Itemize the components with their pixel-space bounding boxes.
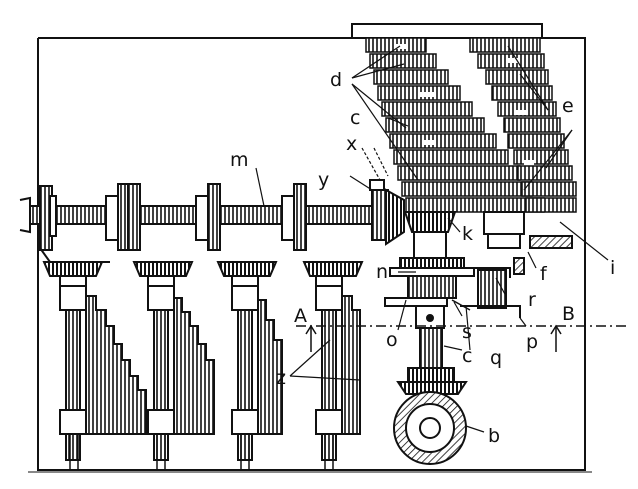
shaft-feet [69,434,334,470]
drum-hub [483,211,573,249]
label-d: d [330,69,342,91]
housing-frame [28,37,592,473]
vertical-shaft-c [396,327,468,395]
label-c-bottom: c [462,345,472,367]
label-n: n [376,261,388,283]
part-labels: m y x d c e k f i n r A B o s p q c z b [230,69,615,447]
clutch-assembly [384,257,525,329]
label-k: k [462,223,473,245]
label-q: q [490,347,502,369]
gear-b [393,391,467,465]
leader-lines [255,45,609,433]
stepped-drum-left [365,37,545,213]
label-o: o [386,329,398,351]
section-line-AB [296,324,630,352]
label-p: p [526,331,538,353]
label-s: s [462,321,472,343]
label-e: e [562,95,574,117]
label-r: r [528,289,536,311]
drum-highlights [395,44,534,165]
drum-top-plate [351,23,543,39]
label-x: x [346,133,357,155]
label-y: y [318,169,329,191]
stepped-drum-right [469,37,577,213]
label-z: z [276,367,286,389]
label-A: A [294,305,307,327]
label-b: b [488,425,500,447]
label-B: B [562,303,575,325]
label-i: i [610,257,615,279]
label-c-top: c [350,107,360,129]
counter-units [39,179,405,461]
label-f: f [540,263,548,285]
label-m: m [230,149,249,171]
